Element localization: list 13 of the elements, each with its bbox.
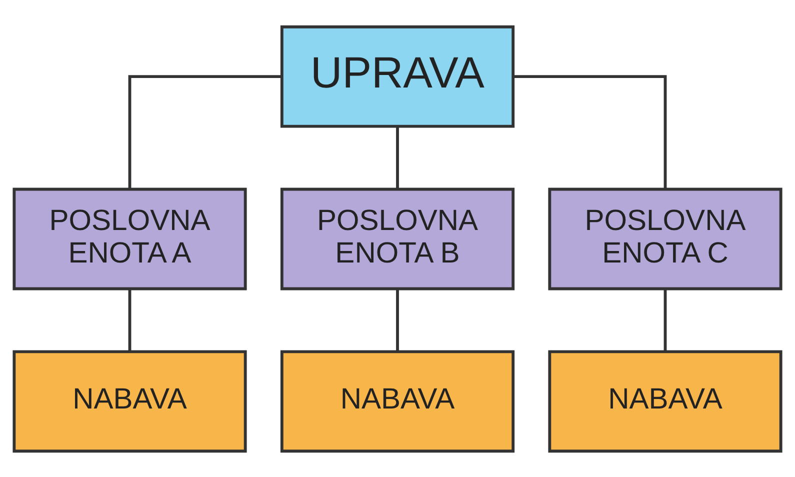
- node-box: POSLOVNA ENOTA C: [548, 187, 782, 290]
- connector: [664, 288, 667, 351]
- node-box: NABAVA: [548, 350, 782, 452]
- node-box: UPRAVA: [280, 24, 515, 128]
- node-box: NABAVA: [280, 350, 515, 452]
- connector: [128, 74, 282, 188]
- connector: [396, 126, 399, 188]
- node-box: POSLOVNA ENOTA A: [12, 187, 247, 290]
- node-box: POSLOVNA ENOTA B: [280, 187, 515, 290]
- node-box: NABAVA: [12, 350, 247, 452]
- connector: [396, 288, 399, 351]
- connector: [128, 288, 132, 351]
- connector: [513, 74, 667, 188]
